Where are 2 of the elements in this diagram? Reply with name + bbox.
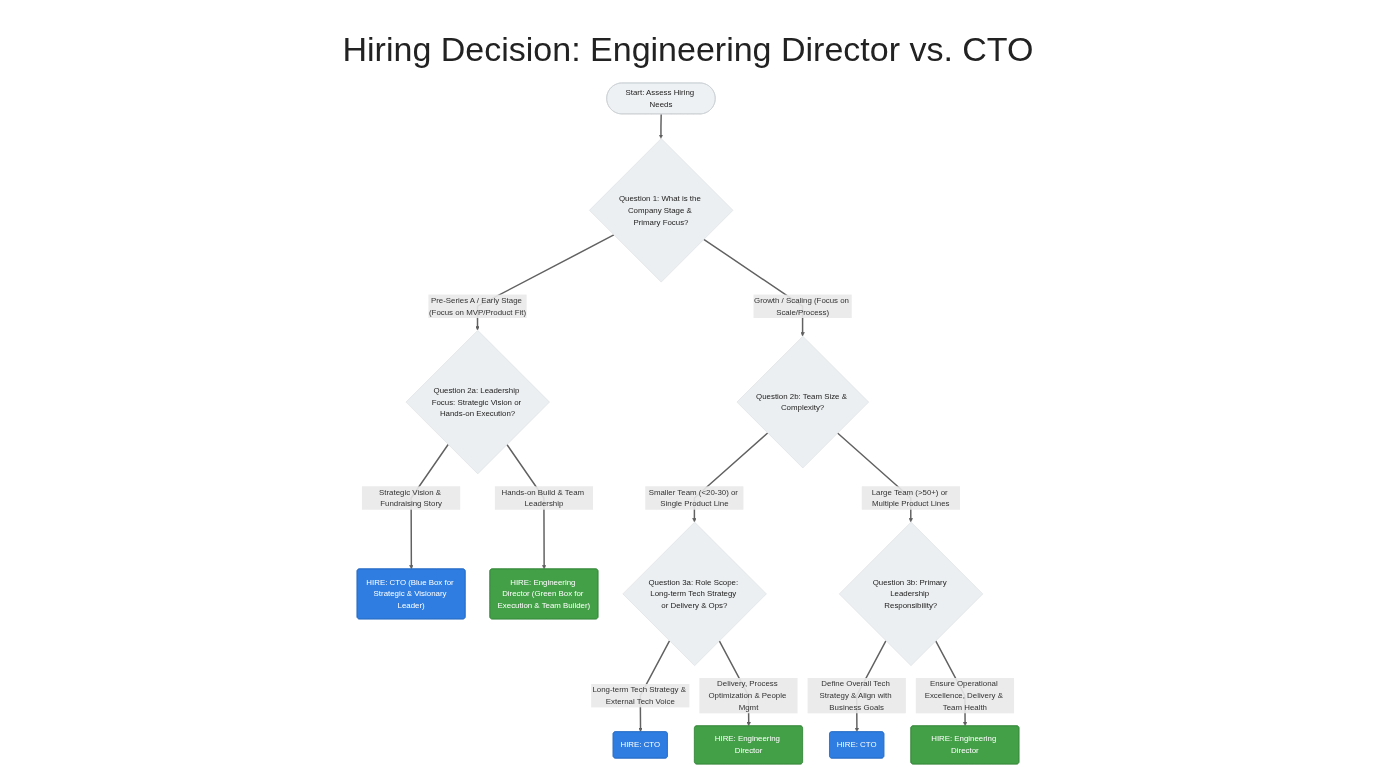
diagram-title: Hiring Decision: Engineering Director vs. CTO — [342, 30, 1034, 69]
arrow — [658, 113, 664, 139]
